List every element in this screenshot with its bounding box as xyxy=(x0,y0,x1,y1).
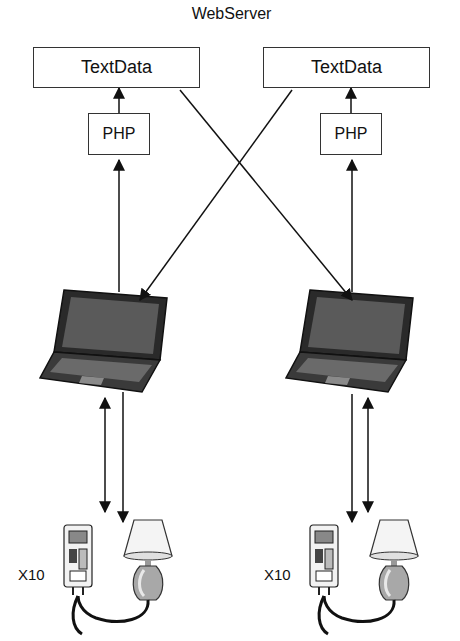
flow-arrow xyxy=(350,88,352,113)
box-label: PHP xyxy=(103,125,136,143)
device-label: X10 xyxy=(18,566,45,583)
device-label: X10 xyxy=(264,566,291,583)
data-box: TextData xyxy=(33,47,200,88)
box-label: PHP xyxy=(335,125,368,143)
panel-title: WebServer xyxy=(18,5,445,23)
script-box: PHP xyxy=(88,113,150,155)
script-box: PHP xyxy=(320,113,382,155)
box-label: TextData xyxy=(81,57,152,78)
server-panel: WebServerTextData TextDataPHP PHP xyxy=(18,5,445,232)
flow-arrow xyxy=(118,88,120,113)
box-label: TextData xyxy=(311,57,382,78)
data-box: TextData xyxy=(263,47,430,88)
